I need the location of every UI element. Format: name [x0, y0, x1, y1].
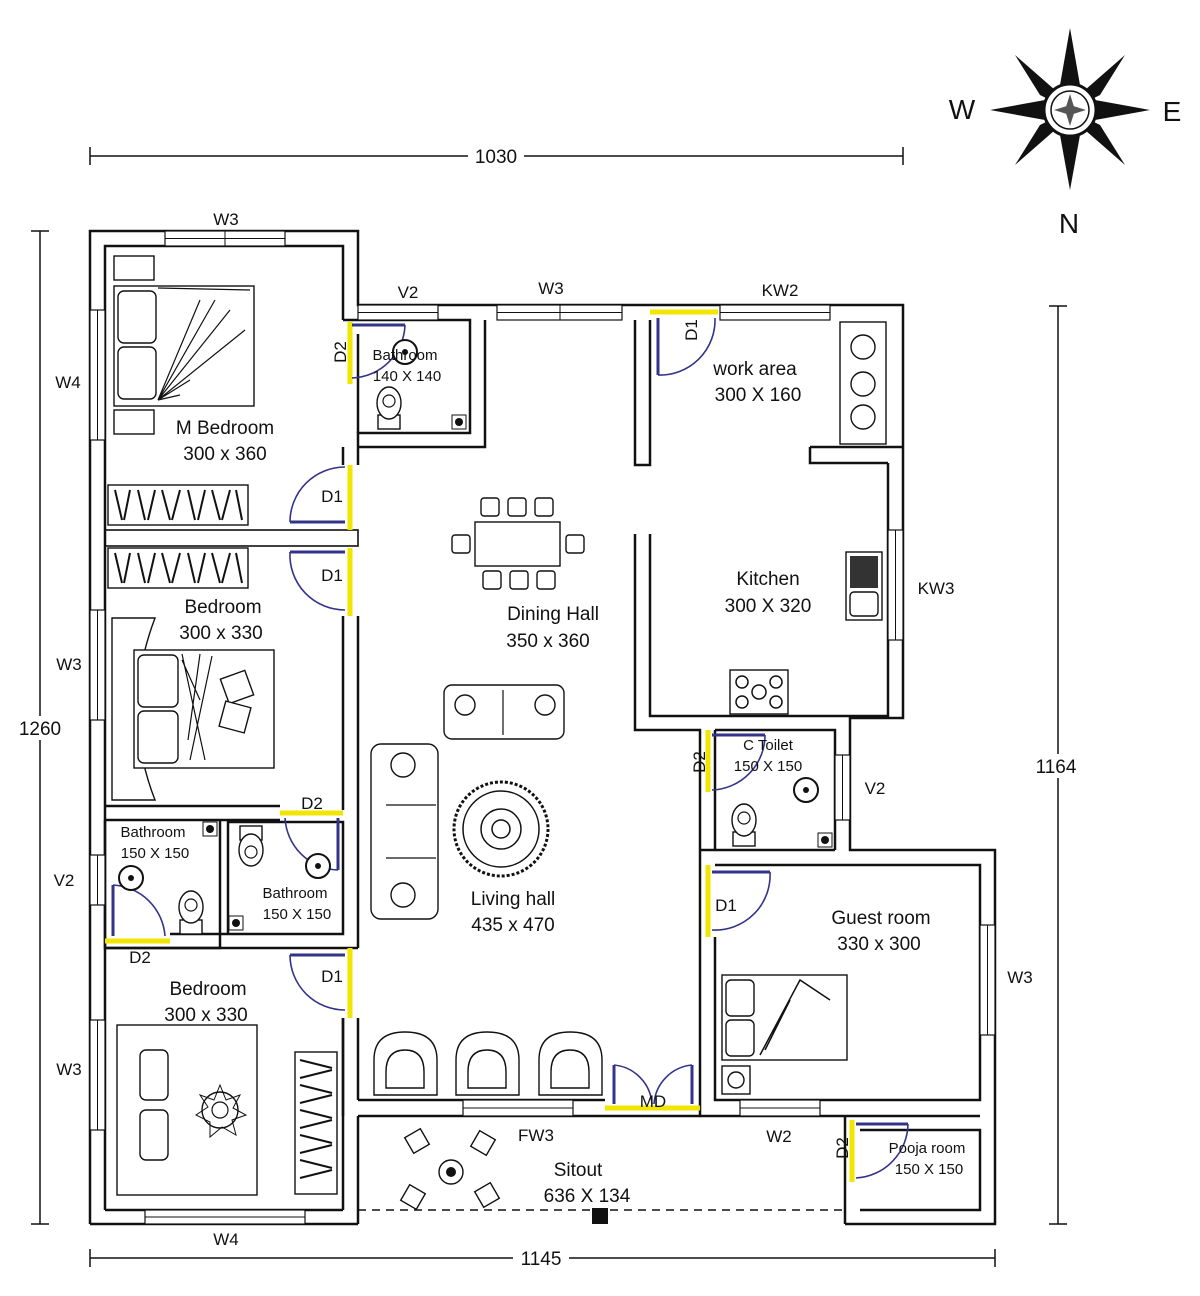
m-bedroom-name: M Bedroom: [176, 418, 274, 439]
bathroom-right-size: 150 X 150: [263, 906, 331, 923]
doors: [105, 309, 909, 1182]
center-rug: [452, 780, 550, 878]
wardrobe-top: [107, 484, 249, 526]
dining-hall-name: Dining Hall: [507, 604, 599, 625]
bedroom-bottom-name: Bedroom: [169, 979, 246, 1000]
dimension-lines: 1030 1260 1164 1145: [10, 145, 1086, 1270]
compass-rose: W E N: [949, 28, 1182, 239]
compass-west-label: W: [949, 94, 976, 125]
label-w3-dining: W3: [538, 279, 564, 298]
label-kw3: KW3: [918, 579, 955, 598]
room-labels: M Bedroom 300 x 360 Bathroom 140 X 140 w…: [120, 347, 965, 1207]
toilet-top: [376, 339, 467, 430]
sitout-name: Sitout: [554, 1160, 603, 1181]
dimension-right: 1164: [1036, 757, 1077, 778]
kitchen-name: Kitchen: [736, 569, 799, 590]
wardrobe-middle: [107, 547, 249, 589]
label-d1-bottom: D1: [321, 967, 343, 986]
kitchen-size: 300 X 320: [725, 596, 812, 617]
pooja-room-size: 150 X 150: [895, 1161, 963, 1178]
toilet-left-bath: [118, 821, 218, 935]
label-d1-guest: D1: [715, 896, 737, 915]
master-bed: [113, 255, 255, 435]
label-v2-right: V2: [865, 779, 886, 798]
guest-bed: [721, 974, 848, 1095]
kitchen-stove: [729, 669, 789, 715]
furniture: [107, 255, 887, 1211]
wardrobe-bottom: [294, 1051, 338, 1195]
compass-north-label: N: [1059, 208, 1079, 239]
guest-room-size: 330 x 300: [837, 934, 920, 955]
label-d1-master: D1: [321, 487, 343, 506]
label-md: MD: [640, 1092, 666, 1111]
label-d1-work: D1: [682, 319, 701, 341]
bed-bottom: [116, 1024, 258, 1196]
label-d2-bath-top: D2: [331, 341, 350, 363]
pooja-room-name: Pooja room: [889, 1140, 966, 1157]
m-bedroom-size: 300 x 360: [183, 444, 266, 465]
label-w4-left: W4: [55, 373, 81, 392]
bedroom-bottom-size: 300 x 330: [164, 1005, 247, 1026]
dimension-bottom: 1145: [521, 1249, 562, 1270]
work-area-size: 300 X 160: [715, 385, 802, 406]
bathroom-right-name: Bathroom: [262, 885, 327, 902]
bed-middle: [111, 617, 275, 801]
sofa-left: [370, 743, 439, 920]
label-v2-top: V2: [398, 283, 419, 302]
label-d1-middle: D1: [321, 566, 343, 585]
dimension-left: 1260: [19, 719, 61, 740]
opening-labels: W3 V2 W3 KW2 W4 W3 V2 W3 W4 KW3 V2 W3 W2…: [54, 210, 1033, 1249]
label-kw2: KW2: [762, 281, 799, 300]
bathroom-left-size: 150 X 150: [121, 845, 189, 862]
label-d2-pooja: D2: [833, 1137, 852, 1159]
kitchen-sink: [845, 551, 883, 621]
work-area-name: work area: [712, 359, 797, 380]
dining-table: [451, 497, 585, 590]
label-fw3: FW3: [518, 1126, 554, 1145]
label-w2: W2: [766, 1127, 792, 1146]
sofa-top: [443, 684, 565, 740]
label-d2-bath-left: D2: [129, 948, 151, 967]
bedroom-middle-name: Bedroom: [184, 597, 261, 618]
armchairs: [373, 1031, 603, 1096]
label-v2-left: V2: [54, 871, 75, 890]
dimension-top: 1030: [475, 147, 517, 168]
label-d2-bath-right: D2: [301, 794, 323, 813]
label-d2-c-toilet: D2: [690, 751, 709, 773]
label-w3-top: W3: [213, 210, 239, 229]
living-hall-size: 435 x 470: [471, 915, 554, 936]
living-hall-name: Living hall: [471, 889, 556, 910]
c-toilet-size: 150 X 150: [734, 758, 802, 775]
label-w3-left-bottom: W3: [56, 1060, 82, 1079]
bathroom-top-name: Bathroom: [372, 347, 437, 364]
work-area-counter: [839, 321, 887, 445]
c-toilet-name: C Toilet: [743, 737, 794, 754]
label-w3-left: W3: [56, 655, 82, 674]
toilet-right-bath: [228, 825, 331, 931]
label-w3-right: W3: [1007, 968, 1033, 987]
windows: [89, 230, 996, 1225]
dining-hall-size: 350 x 360: [506, 631, 589, 652]
bedroom-middle-size: 300 x 330: [179, 623, 262, 644]
bathroom-left-name: Bathroom: [120, 824, 185, 841]
sitout-table-set: [399, 1127, 501, 1211]
bathroom-top-size: 140 X 140: [373, 368, 441, 385]
label-w4-bottom: W4: [213, 1230, 239, 1249]
guest-room-name: Guest room: [831, 908, 930, 929]
compass-east-label: E: [1163, 96, 1182, 127]
toilet-c-toilet: [731, 777, 833, 848]
sitout-size: 636 X 134: [544, 1186, 631, 1207]
